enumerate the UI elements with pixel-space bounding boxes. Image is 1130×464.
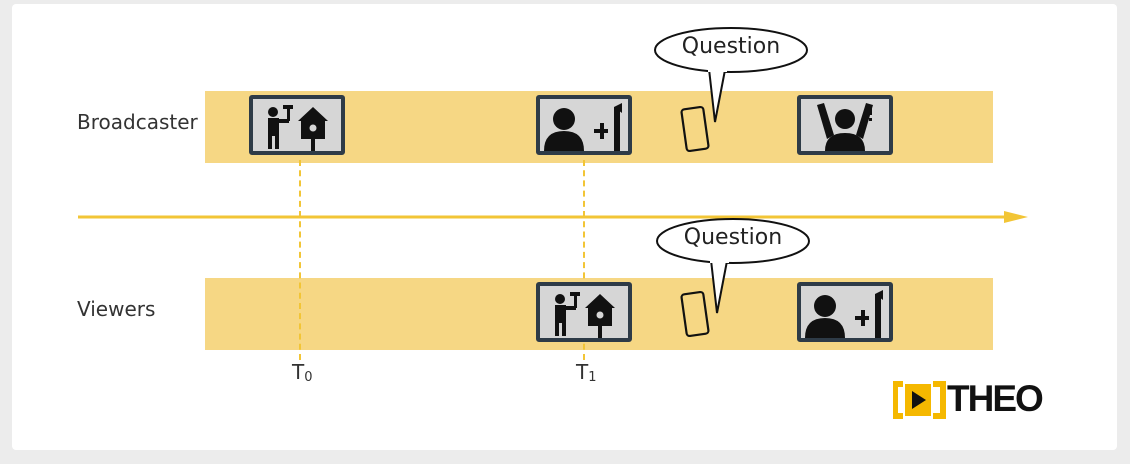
t0-subscript: 0: [304, 370, 313, 385]
raised-hand-question-icon: [797, 95, 893, 155]
question-text-viewers: Question: [683, 225, 783, 250]
t0-label: T0: [292, 360, 313, 385]
t1-label: T1: [576, 360, 597, 385]
t1-marker-line: [583, 160, 585, 360]
hammer-birdhouse-scene-icon: [536, 282, 632, 342]
smartphone-icon: [680, 105, 710, 153]
hammer-birdhouse-scene-icon: [249, 95, 345, 155]
diagram-card: [12, 4, 1117, 450]
timeline-arrow: [78, 211, 1028, 223]
presenter-hammer-scene-icon: [797, 282, 893, 342]
t0-marker-line: [299, 160, 301, 360]
theo-logo: THEO: [893, 378, 1063, 420]
broadcaster-label: Broadcaster: [77, 110, 198, 134]
viewers-label: Viewers: [77, 297, 156, 321]
question-bubble-broadcaster: Question: [653, 26, 817, 126]
question-text-broadcaster: Question: [681, 34, 781, 59]
question-bubble-viewers: Question: [655, 217, 819, 317]
presenter-hammer-scene-icon: [536, 95, 632, 155]
theo-play-icon: [893, 381, 946, 419]
t0-letter: T: [292, 360, 305, 384]
theo-logo-text: THEO: [947, 378, 1044, 419]
t1-letter: T: [576, 360, 589, 384]
t1-subscript: 1: [588, 370, 597, 385]
smartphone-icon: [680, 290, 710, 338]
